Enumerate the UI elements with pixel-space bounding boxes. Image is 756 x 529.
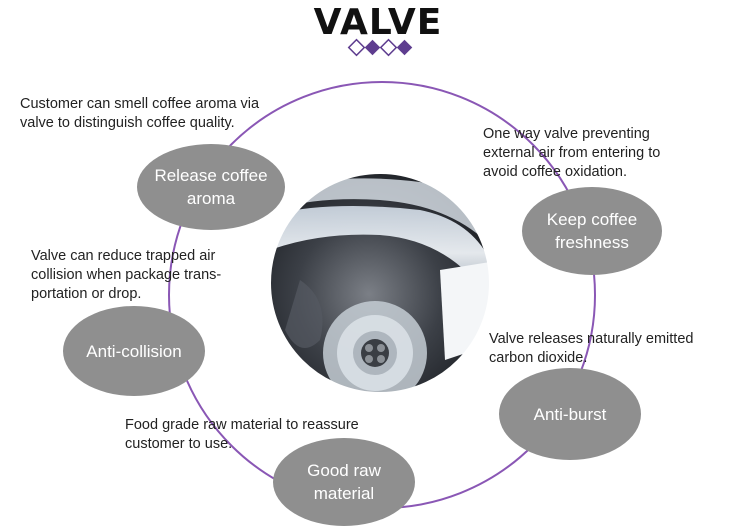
title-ornament [230,38,530,57]
feature-label: Release coffee [154,166,268,185]
feature-bubble-anti-burst: Anti-burst [499,368,641,460]
feature-description-release-aroma: Customer can smell coffee aroma via valv… [20,96,260,131]
feature-description-good-raw-material: Food grade raw material to reassure cust… [125,417,359,452]
feature-bubble-good-raw-material: Good raw material [273,438,415,526]
valve-photo-icon [270,173,490,393]
page-title: VALVE [313,2,443,43]
feature-label: Good raw [307,461,381,480]
feature-description-anti-collision: Valve can reduce trapped air collision w… [31,248,222,302]
feature-label: material [313,484,375,503]
feature-description-anti-burst: Valve releases naturally emitted carbon … [489,331,694,366]
feature-bubble-release-aroma: Release coffee aroma [137,144,285,230]
feature-label: aroma [186,189,236,208]
feature-bubble-anti-collision: Anti-collision [63,306,205,396]
feature-label: Anti-burst [533,404,607,424]
feature-bubble-keep-freshness: Keep coffee freshness [522,187,662,275]
feature-label: Anti-collision [86,341,182,361]
feature-description-keep-freshness: One way valve preventing external air fr… [483,126,661,180]
feature-label: freshness [555,233,629,252]
feature-label: Keep coffee [546,210,638,229]
